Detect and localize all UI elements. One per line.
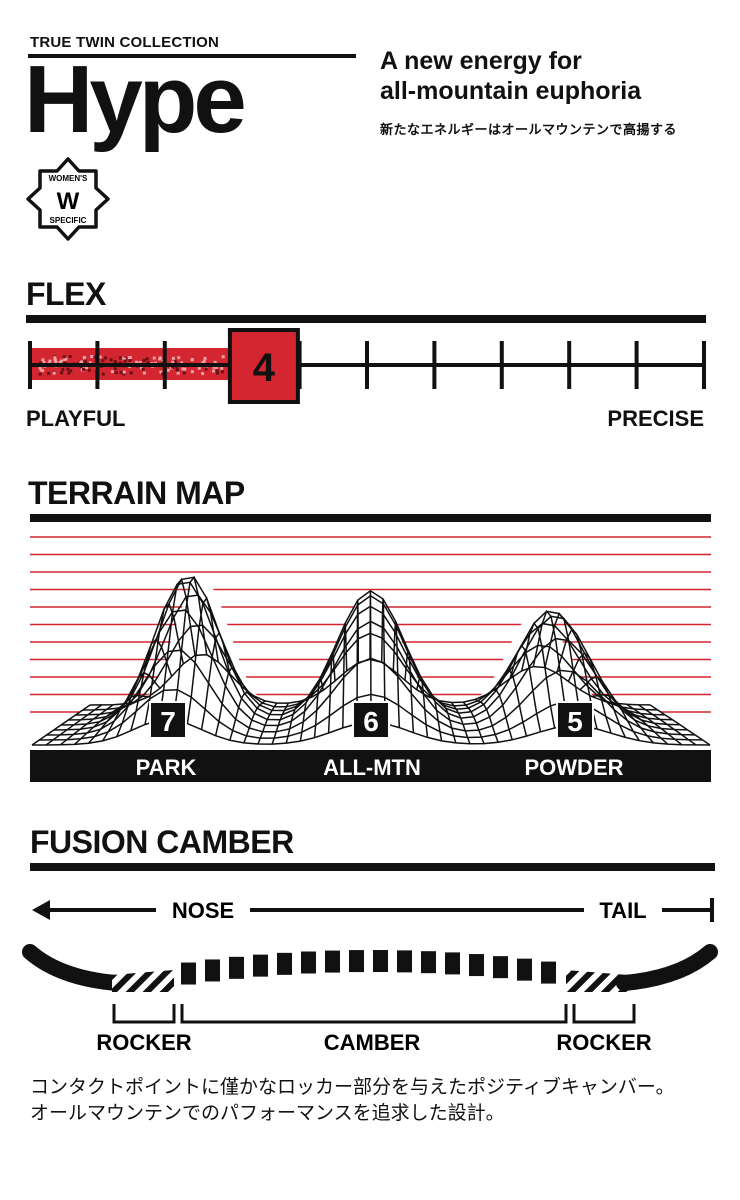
zone-label-rocker-right: ROCKER	[556, 1030, 651, 1055]
terrain-score-powder-value: 5	[567, 706, 583, 737]
tagline-line-1: A new energy for	[380, 47, 582, 75]
terrain-rule	[30, 514, 711, 522]
terrain-label-park: PARK	[136, 755, 197, 780]
camber-description-line-1: コンタクトポイントに僅かなロッカー部分を与えたポジティブキャンバー。	[30, 1076, 675, 1098]
terrain-score-park: 7	[149, 701, 187, 739]
terrain-label-powder: POWDER	[525, 755, 624, 780]
nose-label: NOSE	[172, 898, 234, 923]
product-title: Hype	[24, 46, 247, 153]
tagline: A new energy for all-mountain euphoria	[380, 46, 720, 106]
camber-zone	[181, 950, 556, 985]
rocker-right-zone	[566, 970, 628, 992]
zone-label-camber: CAMBER	[324, 1030, 421, 1055]
camber-rule	[30, 863, 715, 871]
collection-label: TRUE TWIN COLLECTION	[30, 34, 219, 51]
terrain-mesh	[30, 575, 711, 747]
terrain-label-bar	[30, 750, 711, 782]
tagline-japanese: 新たなエネルギーはオールマウンテンで高揚する	[380, 122, 678, 137]
flex-value: 4	[253, 346, 276, 390]
flex-title: FLEX	[26, 276, 106, 312]
flex-right-label: PRECISE	[607, 406, 704, 431]
terrain-score-powder: 5	[556, 701, 594, 739]
rocker-left-zone	[112, 970, 174, 992]
tail-tip	[616, 944, 718, 991]
terrain-score-allmtn: 6	[352, 701, 390, 739]
zone-brackets	[112, 1004, 636, 1024]
camber-description-line-2: オールマウンテンでのパフォーマンスを追求した設計。	[30, 1102, 505, 1124]
terrain-score-allmtn-value: 6	[363, 706, 379, 737]
camber-description: コンタクトポイントに僅かなロッカー部分を与えたポジティブキャンバー。 オールマウ…	[30, 1074, 720, 1126]
badge-star-shape	[26, 157, 110, 241]
arrow-left-icon	[32, 900, 50, 920]
tail-label: TAIL	[599, 898, 646, 923]
flex-rule	[26, 315, 706, 323]
title-divider	[28, 54, 356, 58]
badge-bottom-text: SPECIFIC	[50, 216, 87, 225]
tagline-line-2: all-mountain euphoria	[380, 77, 642, 105]
flex-scale: 4	[28, 328, 706, 404]
womens-specific-badge: WOMEN'S W SPECIFIC	[26, 157, 110, 241]
terrain-score-park-value: 7	[160, 706, 176, 737]
badge-letter: W	[57, 188, 80, 215]
flex-marker	[227, 328, 300, 404]
nose-tip	[22, 944, 124, 991]
flex-ticks	[28, 341, 706, 389]
zone-label-rocker-left: ROCKER	[96, 1030, 191, 1055]
camber-profile: NOSE TAIL ROCKER CAMBER ROCKER	[22, 898, 718, 1055]
nose-arrow	[32, 898, 714, 922]
camber-title: FUSION CAMBER	[30, 824, 294, 860]
flex-left-label: PLAYFUL	[26, 406, 126, 431]
badge-top-text: WOMEN'S	[49, 174, 88, 183]
terrain-map: 7 6 5 PARK ALL-MTN POWDER	[30, 536, 711, 782]
terrain-label-allmtn: ALL-MTN	[323, 755, 421, 780]
terrain-title: TERRAIN MAP	[28, 475, 245, 511]
